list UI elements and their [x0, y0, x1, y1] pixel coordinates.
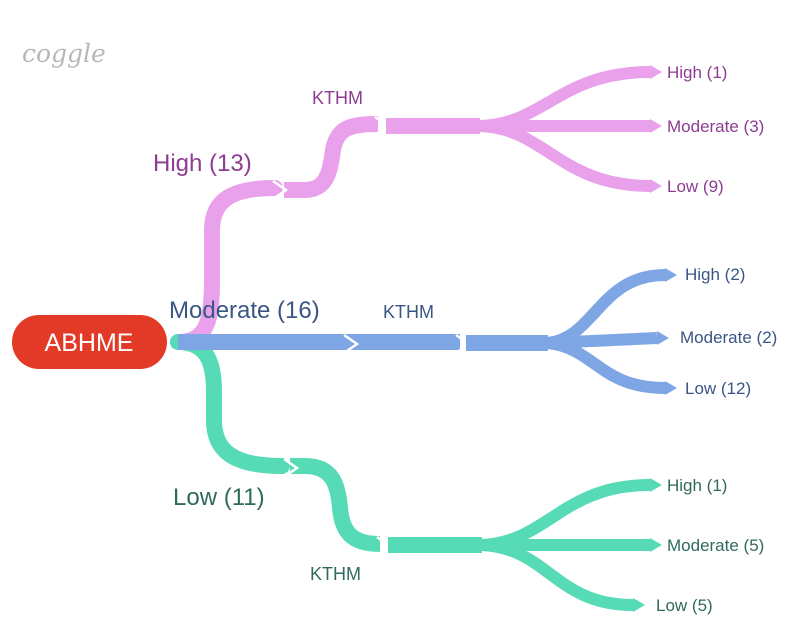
branch-low-leaf-1[interactable]: High (1)	[667, 476, 727, 495]
branch-low: Low (11) KTHM High (1) Moderate (5) Low …	[170, 334, 764, 615]
branch-low-sublabel[interactable]: KTHM	[310, 564, 361, 584]
branch-low-label[interactable]: Low (11)	[173, 484, 265, 511]
branch-high-leaf-3-arrow	[650, 179, 662, 193]
branch-low-leaf-1-stroke[interactable]	[481, 479, 651, 551]
branch-moderate-leaf-3-arrow	[665, 381, 677, 395]
branch-moderate-leaf-1[interactable]: High (2)	[685, 265, 745, 284]
branch-high-leaf-1-stroke[interactable]	[479, 66, 651, 132]
branch-low-leaf-1-arrow	[650, 478, 662, 492]
branch-high-leaf-2-arrow	[650, 119, 662, 133]
coggle-logo: coggle	[22, 39, 106, 68]
branch-high-leaf-3[interactable]: Low (9)	[667, 177, 724, 196]
branch-low-leaf-3-stroke[interactable]	[481, 539, 634, 611]
branch-high: High (13) KTHM High (1) Moderate (3) Low…	[153, 63, 764, 350]
branch-low-leaf-3-arrow	[633, 598, 645, 612]
branch-low-leaf-3[interactable]: Low (5)	[656, 596, 713, 615]
branch-high-leaf-1-arrow	[650, 65, 662, 79]
branch-moderate-chevron	[343, 333, 360, 355]
branch-low-leaf-2-arrow	[650, 538, 662, 552]
branch-low-leaf-2[interactable]: Moderate (5)	[667, 536, 764, 555]
root-node[interactable]: ABHME	[12, 315, 167, 369]
branch-low-chevron	[283, 457, 300, 479]
branch-high-leaf-2[interactable]: Moderate (3)	[667, 117, 764, 136]
branch-moderate-leaf-1-arrow	[665, 268, 677, 282]
branch-moderate-leaf-3[interactable]: Low (12)	[685, 379, 751, 398]
branch-low-segment[interactable]	[290, 458, 381, 552]
branch-moderate: Moderate (16) KTHM High (2) Moderate (2)…	[169, 265, 777, 398]
branch-moderate-leaf-2-arrow	[657, 331, 669, 345]
branch-moderate-sublabel[interactable]: KTHM	[383, 302, 434, 322]
branch-high-chevron	[272, 179, 289, 201]
root-node-label[interactable]: ABHME	[45, 329, 134, 357]
branch-moderate-label[interactable]: Moderate (16)	[169, 297, 320, 324]
branch-high-segment[interactable]	[284, 116, 379, 198]
branch-high-leaf-1[interactable]: High (1)	[667, 63, 727, 82]
branch-moderate-leaf-3-stroke[interactable]	[547, 337, 666, 394]
root-node-box[interactable]	[12, 315, 167, 369]
branch-high-leaf-3-stroke[interactable]	[479, 120, 651, 192]
branch-high-label[interactable]: High (13)	[153, 150, 252, 177]
branch-low-connector[interactable]	[170, 334, 290, 474]
branch-high-sublabel[interactable]: KTHM	[312, 88, 363, 108]
branch-moderate-leaf-2[interactable]: Moderate (2)	[680, 328, 777, 347]
